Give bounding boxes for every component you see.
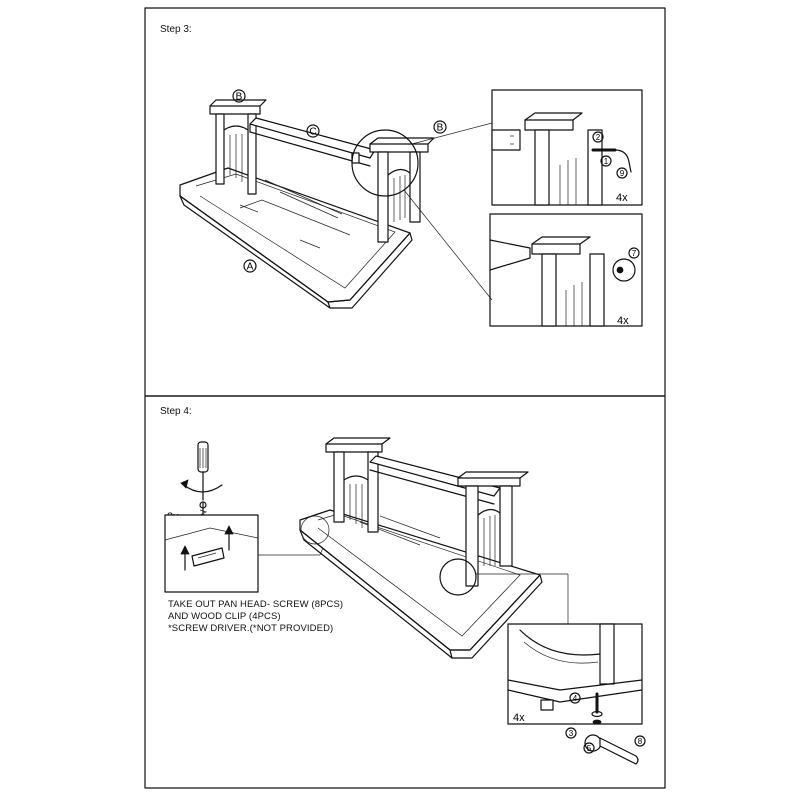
step4-frame (144, 395, 666, 789)
callout-4: 4 (573, 694, 578, 703)
callout-8: 8 (638, 737, 643, 746)
callout-5: 5 (587, 744, 592, 753)
callout-1: 1 (604, 157, 609, 166)
part-label-b: B (236, 92, 243, 103)
callout-9: 9 (620, 169, 625, 178)
part-label-c: C (309, 127, 316, 138)
part-label-b: B (437, 123, 444, 134)
quantity-label: 4x (617, 315, 629, 327)
callout-3: 3 (569, 729, 574, 738)
instruction-line: *SCREW DRIVER.(*NOT PROVIDED) (168, 623, 334, 634)
arrow-up-icon (224, 525, 234, 535)
arrow-up-icon (180, 545, 190, 555)
rotate-arrow-icon (183, 484, 223, 493)
quantity-label: 4x (616, 192, 628, 204)
callout-7: 7 (632, 249, 637, 258)
rail-c (249, 117, 376, 159)
step3-detail-top: 2 1 9 4x (491, 89, 643, 206)
step4-bench-illustration (299, 437, 569, 659)
part-label-a: A (247, 262, 254, 273)
left-end-top (209, 105, 261, 115)
step4-detail: 4 3 5 8 4x (507, 623, 646, 765)
callout-2: 2 (596, 133, 601, 142)
step4-title: Step 4: (160, 406, 192, 417)
quantity-label: 4x (513, 712, 525, 724)
detail-circle (351, 129, 419, 197)
step3-title: Step 3: (160, 24, 192, 35)
right-end-top (369, 143, 429, 153)
step3-detail-bottom: 7 4x (489, 213, 643, 327)
instruction-line: TAKE OUT PAN HEAD- SCREW (8PCS) (168, 599, 344, 610)
step3-bench-illustration: B B C A (179, 89, 493, 309)
step4-instructions: TAKE OUT PAN HEAD- SCREW (8PCS) AND WOOD… (168, 599, 343, 635)
step4-wood-clip-box (164, 514, 331, 593)
instruction-line: AND WOOD CLIP (4PCS) (168, 611, 281, 622)
